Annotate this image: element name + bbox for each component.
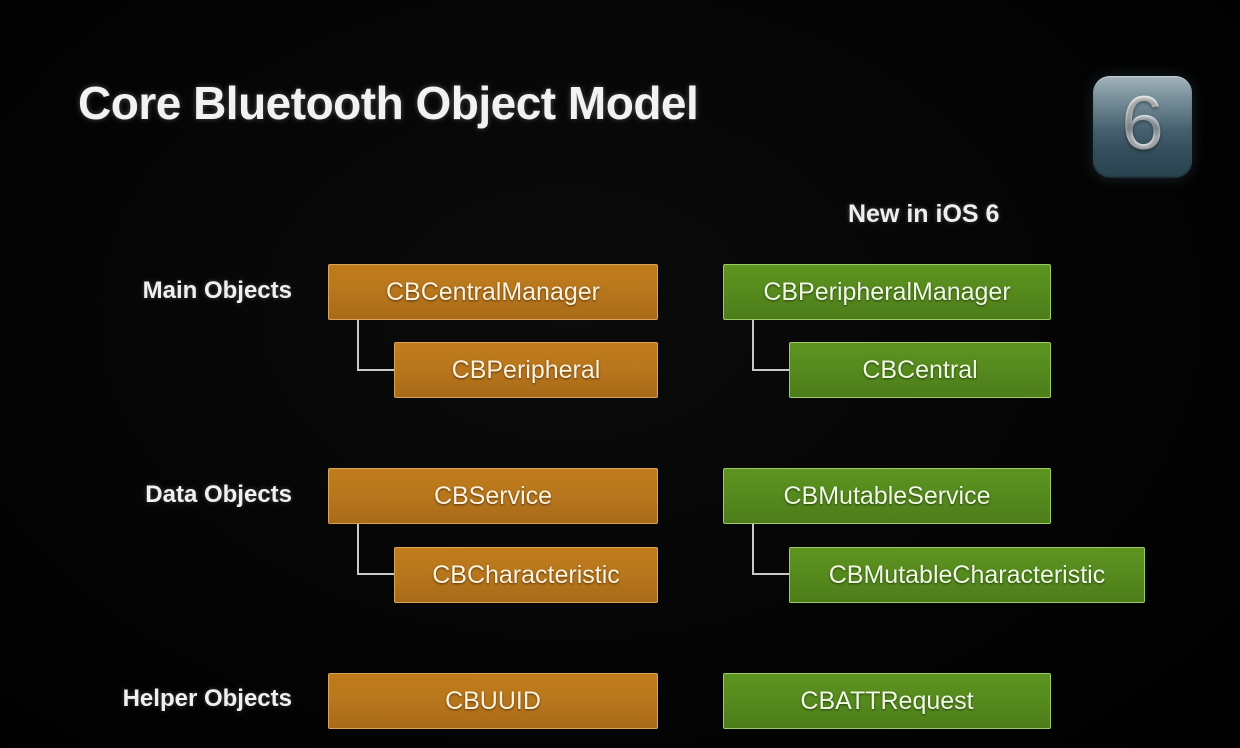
row-label-main-objects: Main Objects	[142, 277, 292, 304]
node-cbservice: CBService	[328, 468, 658, 524]
node-cbcentral: CBCentral	[789, 342, 1051, 398]
node-cbcentralmanager: CBCentralManager	[328, 264, 658, 320]
node-cbcharacteristic: CBCharacteristic	[394, 547, 658, 603]
node-cbmutablecharacteristic: CBMutableCharacteristic	[789, 547, 1145, 603]
new-in-ios6-label: New in iOS 6	[848, 200, 1000, 228]
ios-version-number: 6	[1121, 81, 1164, 166]
row-label-data-objects: Data Objects	[145, 481, 292, 508]
connector-elbow-cbmutableservice-cbmutablecharacteristic	[752, 524, 790, 575]
ios-6-badge: 6	[1093, 76, 1192, 178]
connector-elbow-cbperipheralmanager-cbcentral	[752, 320, 790, 371]
node-cbperipheral: CBPeripheral	[394, 342, 658, 398]
connector-elbow-cbcentralmanager-cbperipheral	[357, 320, 395, 371]
connector-elbow-cbservice-cbcharacteristic	[357, 524, 395, 575]
row-label-helper-objects: Helper Objects	[122, 685, 292, 712]
node-cbperipheralmanager: CBPeripheralManager	[723, 264, 1051, 320]
node-cbmutableservice: CBMutableService	[723, 468, 1051, 524]
node-cbuuid: CBUUID	[328, 673, 658, 729]
node-cbattrequest: CBATTRequest	[723, 673, 1051, 729]
page-title: Core Bluetooth Object Model	[78, 77, 699, 129]
